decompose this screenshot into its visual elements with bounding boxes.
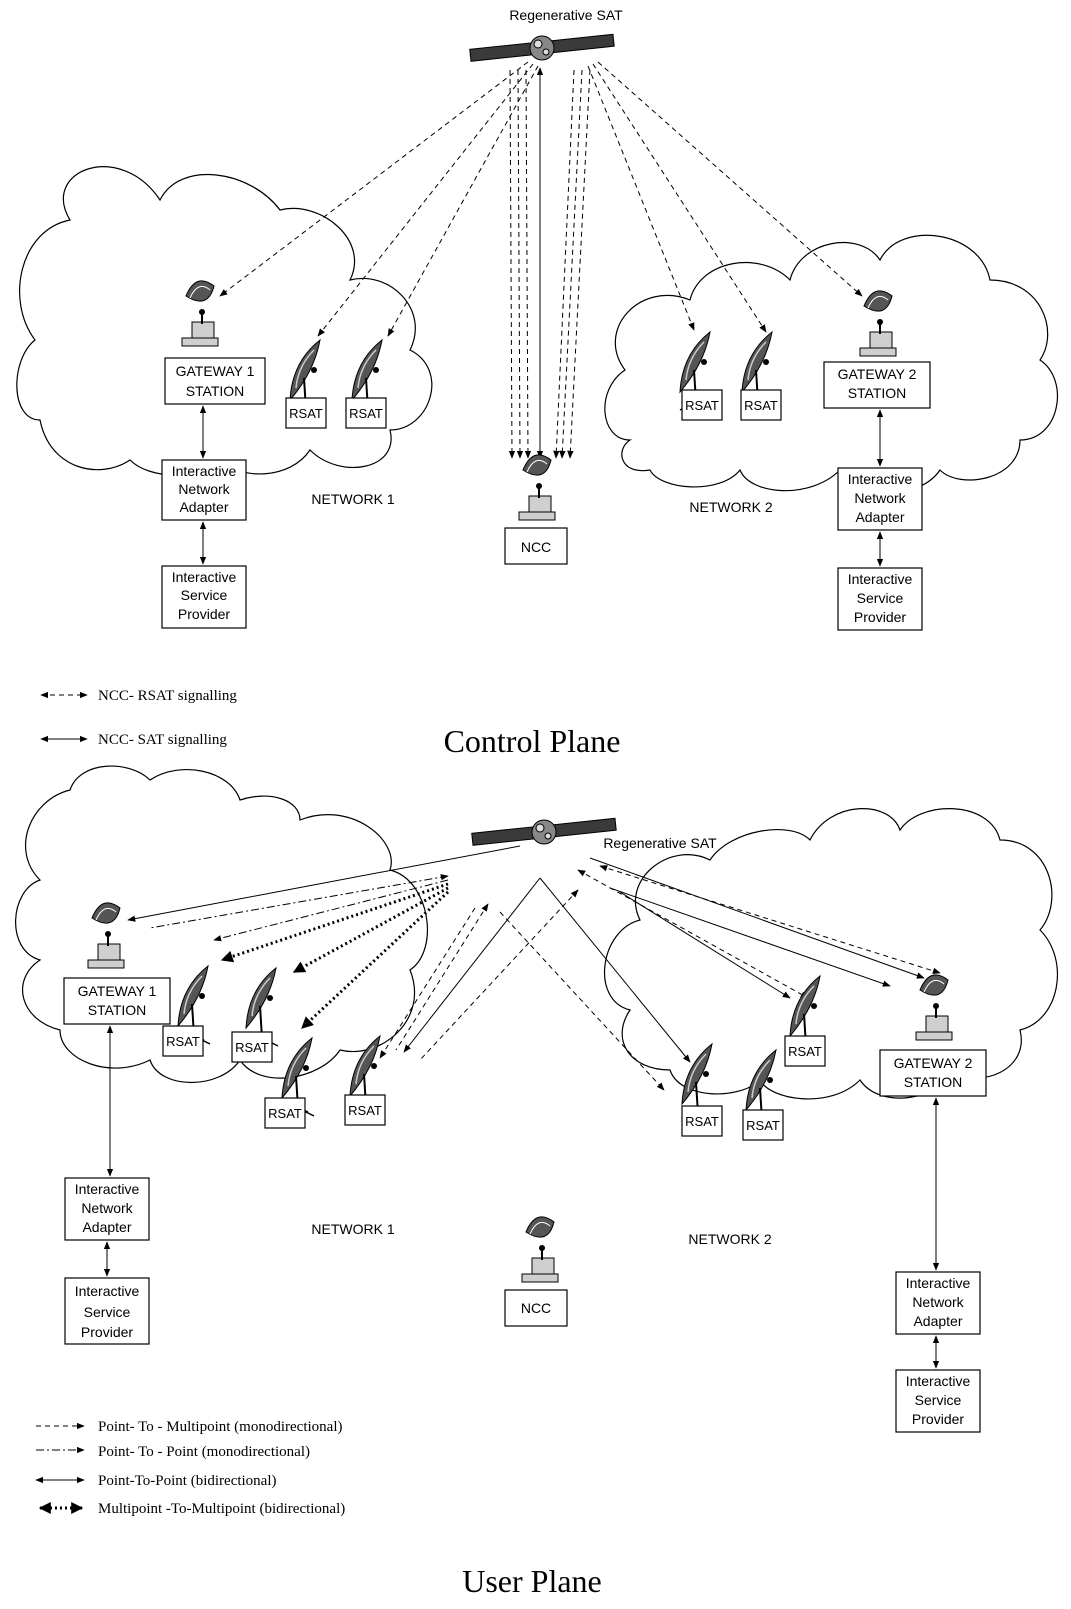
interactive-service-provider-box [64, 1277, 150, 1345]
ncc-label: NCC [521, 539, 551, 555]
adapter-line: Adapter [82, 1219, 131, 1235]
adapter-line: Interactive [906, 1275, 971, 1291]
rsat-box [264, 1097, 306, 1129]
gateway-2-station-label: STATION [848, 385, 907, 401]
gateway-2-station-box [823, 361, 931, 409]
control-plane: Regenerative SAT GATEWAY 1 STATION RSAT [16, 7, 1058, 759]
network-1-label: NETWORK 1 [311, 491, 394, 507]
rsat-label: RSAT [348, 1103, 382, 1118]
provider-line: Provider [854, 609, 906, 625]
rsat-box [681, 1105, 723, 1137]
gateway-1-station-label: STATION [88, 1002, 147, 1018]
gateway-1-station-label: STATION [186, 383, 245, 399]
gateway-1-label: GATEWAY 1 [176, 363, 255, 379]
rsat-label: RSAT [788, 1044, 822, 1059]
ncc-rsat-signalling-lines [219, 61, 863, 459]
ncc-dish-icon [521, 1215, 559, 1283]
rsat-label: RSAT [268, 1106, 302, 1121]
network-2-label: NETWORK 2 [688, 1231, 771, 1247]
adapter-line: Network [81, 1200, 133, 1216]
ncc-box [504, 1289, 568, 1327]
interactive-network-adapter-box [161, 459, 247, 521]
adapter-line: Interactive [848, 471, 913, 487]
satellite-label: Regenerative SAT [603, 835, 717, 851]
provider-line: Provider [178, 606, 230, 622]
rsat-label: RSAT [349, 406, 383, 421]
adapter-line: Adapter [855, 509, 904, 525]
network-1-cloud [16, 166, 433, 476]
rsat-box [231, 1031, 273, 1063]
network-1-label: NETWORK 1 [311, 1221, 394, 1237]
rsat-box [344, 1094, 386, 1126]
satellite-label: Regenerative SAT [509, 7, 623, 23]
rsat-label: RSAT [166, 1034, 200, 1049]
rsat-label: RSAT [685, 1114, 719, 1129]
rsat-box [784, 1035, 826, 1067]
adapter-line: Adapter [913, 1313, 962, 1329]
provider-line: Service [915, 1392, 962, 1408]
gateway-2-station-label: STATION [904, 1074, 963, 1090]
satellite-icon [471, 817, 617, 846]
legend-ncc-sat: NCC- SAT signalling [98, 732, 227, 748]
gateway-1-station-box [63, 977, 171, 1025]
interactive-service-provider-box [895, 1369, 981, 1433]
rsat-label: RSAT [235, 1040, 269, 1055]
interactive-network-adapter-box [895, 1271, 981, 1335]
rsat-label: RSAT [289, 406, 323, 421]
provider-line: Interactive [172, 569, 237, 585]
provider-line: Provider [81, 1324, 133, 1340]
adapter-line: Network [912, 1294, 964, 1310]
gateway-1-station-box [164, 357, 266, 405]
adapter-line: Adapter [179, 499, 228, 515]
rsat-box [740, 389, 782, 421]
rsat-box [285, 397, 327, 429]
gateway-2-label: GATEWAY 2 [838, 366, 917, 382]
control-legend: NCC- RSAT signalling NCC- SAT signalling [40, 688, 237, 748]
rsat-box [681, 389, 723, 421]
network-2-label: NETWORK 2 [689, 499, 772, 515]
provider-line: Interactive [906, 1373, 971, 1389]
provider-line: Service [181, 587, 228, 603]
interactive-service-provider-box [161, 565, 247, 629]
control-plane-title: Control Plane [444, 723, 621, 759]
gateway-1-label: GATEWAY 1 [78, 983, 157, 999]
ncc-box [504, 527, 568, 565]
legend-mp2mp-bi: Multipoint -To-Multipoint (bidirectional… [98, 1501, 345, 1517]
adapter-line: Network [854, 490, 906, 506]
rsat-box [345, 397, 387, 429]
adapter-line: Interactive [172, 463, 237, 479]
rsat-label: RSAT [685, 398, 719, 413]
user-plane-title: User Plane [462, 1563, 602, 1599]
user-plane: Regenerative SAT [15, 765, 1059, 1599]
rsat-box [742, 1109, 784, 1141]
ncc-label: NCC [521, 1300, 551, 1316]
provider-line: Service [84, 1304, 131, 1320]
legend-p2p-bi: Point-To-Point (bidirectional) [98, 1473, 277, 1489]
interactive-service-provider-box [837, 567, 923, 631]
interactive-network-adapter-box [837, 467, 923, 531]
rsat-box [162, 1025, 204, 1057]
legend-p2p-mono: Point- To - Point (monodirectional) [98, 1444, 310, 1460]
provider-line: Provider [912, 1411, 964, 1427]
user-traffic-lines [127, 845, 941, 1091]
rsat-label: RSAT [744, 398, 778, 413]
provider-line: Service [857, 590, 904, 606]
ncc-dish-icon [518, 453, 556, 521]
satellite-icon [469, 33, 615, 62]
interactive-network-adapter-box [64, 1177, 150, 1241]
legend-p2mp-mono: Point- To - Multipoint (monodirectional) [98, 1419, 342, 1435]
user-legend: Point- To - Multipoint (monodirectional)… [35, 1419, 345, 1517]
rsat-label: RSAT [746, 1118, 780, 1133]
network-2-cloud [604, 808, 1059, 1100]
adapter-line: Network [178, 481, 230, 497]
adapter-line: Interactive [75, 1181, 140, 1197]
network-1-cloud [15, 765, 429, 1084]
gateway-2-label: GATEWAY 2 [894, 1055, 973, 1071]
provider-line: Interactive [848, 571, 913, 587]
legend-ncc-rsat: NCC- RSAT signalling [98, 688, 237, 704]
provider-line: Interactive [75, 1283, 140, 1299]
gateway-2-station-box [879, 1049, 987, 1097]
